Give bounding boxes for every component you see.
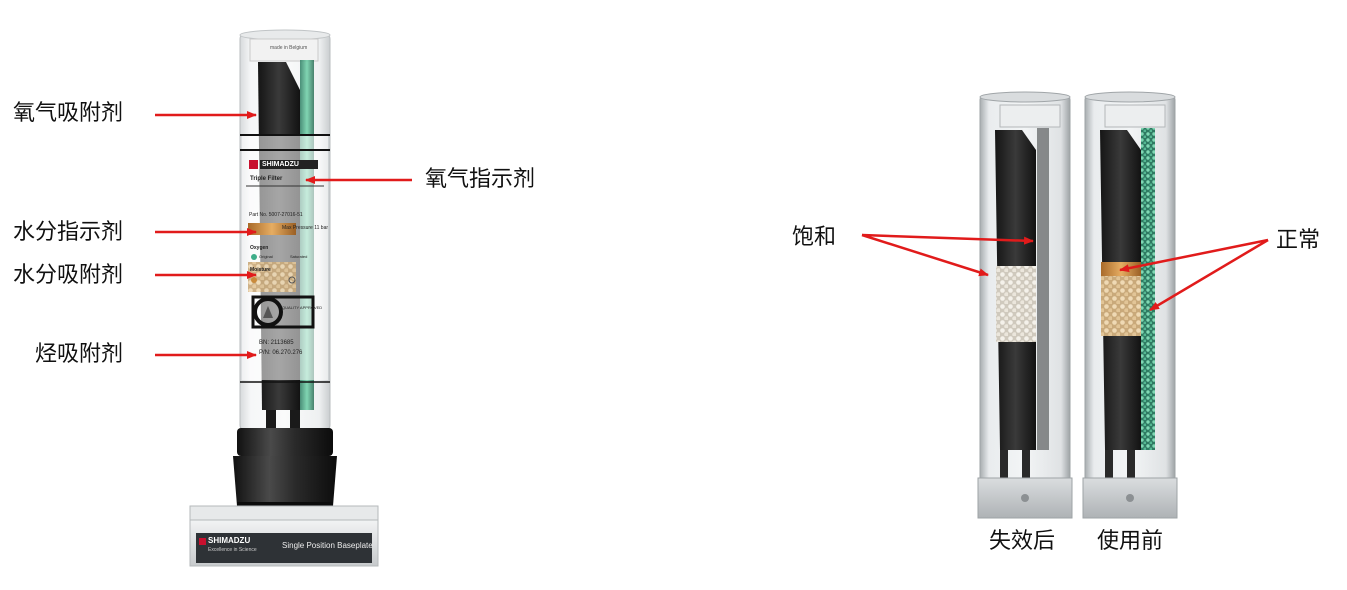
label-oxygen-adsorbent: 氧气吸附剂 — [13, 101, 124, 126]
arrow-normal-1 — [1119, 238, 1269, 273]
label-before-use: 使用前 — [1097, 529, 1164, 554]
pressure-text: Max Pressure 11 bar — [282, 225, 329, 231]
filter-after-failure — [977, 91, 1073, 519]
filter-before-use — [1082, 91, 1178, 519]
part-no-text: Part No. 5007-27016-51 — [249, 212, 303, 218]
baseplate-tagline-text: Excellence in Science — [208, 547, 257, 553]
baseplate-label-text: Single Position Baseplate — [282, 541, 373, 550]
moisture-text: Moisture — [250, 267, 271, 273]
filter-name-text: Triple Filter — [250, 176, 283, 182]
made-in-text: made in Belgium — [270, 45, 308, 51]
arrow-saturated-1 — [861, 233, 1034, 245]
label-moisture-indicator: 水分指示剂 — [13, 220, 124, 245]
oxygen-text: Oxygen — [250, 245, 269, 251]
pn-text: P/N: 06.270.276 — [259, 350, 303, 356]
label-normal: 正常 — [1276, 228, 1321, 253]
brand-logo-text: SHIMADZU — [262, 161, 299, 168]
arrow-saturated-2 — [861, 233, 989, 277]
original-text: Original — [259, 254, 273, 259]
quality-text: QUALITY APPROVED — [282, 305, 323, 310]
label-oxygen-indicator: 氧气指示剂 — [425, 167, 536, 192]
arrow-normal-2 — [1149, 238, 1269, 312]
label-saturated: 饱和 — [792, 225, 837, 250]
baseplate-brand-text: SHIMADZU — [208, 536, 251, 545]
bn-text: BN: 2113685 — [259, 340, 294, 346]
label-after-failure: 失效后 — [989, 529, 1056, 554]
label-hydrocarbon-adsorbent: 烃吸附剂 — [35, 342, 124, 367]
saturated-text: Saturated — [290, 254, 308, 259]
label-moisture-adsorbent: 水分吸附剂 — [13, 263, 124, 288]
